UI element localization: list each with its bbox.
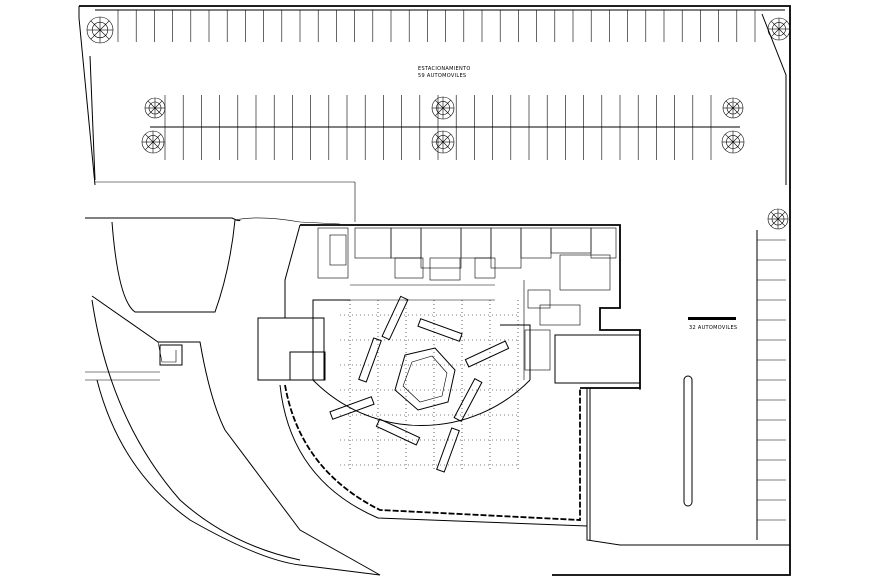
tree-icon <box>767 208 789 230</box>
tree-icon <box>141 130 165 154</box>
car-display-platform <box>453 378 483 422</box>
car-display-platform <box>358 337 382 383</box>
top-lot-capacity: 59 AUTOMOVILES <box>418 73 466 79</box>
room-outline <box>394 257 424 279</box>
room-outline <box>520 227 552 259</box>
lighting-grid <box>340 300 520 470</box>
room-outline <box>559 254 611 291</box>
right-lot-capacity: 32 AUTOMOVILES <box>689 325 737 331</box>
parking-stalls-top-row <box>117 10 756 42</box>
capacity-label-bar <box>688 317 736 320</box>
tree-icon <box>86 16 114 44</box>
room-outline <box>329 234 347 266</box>
site-boundary <box>78 5 791 576</box>
showroom <box>312 295 531 473</box>
tree-icon <box>721 130 745 154</box>
room-outline <box>527 289 551 309</box>
room-outline <box>390 227 422 259</box>
right-parking-lot <box>589 230 786 540</box>
room-outline <box>460 227 492 259</box>
room-outline <box>317 227 349 279</box>
tree-icon <box>144 97 166 119</box>
top-lot-title: ESTACIONAMIENTO <box>418 66 471 72</box>
building <box>257 224 641 389</box>
car-display-platform <box>381 295 409 341</box>
room-outline <box>590 227 617 259</box>
top-parking-lot <box>89 9 785 222</box>
car-display-platform <box>417 318 463 342</box>
car-display-platform <box>464 340 510 368</box>
car-display-platform <box>436 427 460 473</box>
car-display-platforms <box>329 295 510 473</box>
tree-icon <box>722 97 744 119</box>
car-display-platform <box>329 396 375 420</box>
left-landscape <box>85 217 381 576</box>
room-outline <box>474 257 496 279</box>
room-outline <box>550 227 592 254</box>
access-road <box>279 384 790 546</box>
room-outline <box>524 329 551 371</box>
room-outline <box>354 227 392 259</box>
trees <box>86 16 791 230</box>
interior-rooms <box>317 227 617 371</box>
parking-stalls-middle-row <box>164 95 712 160</box>
tree-icon <box>767 17 791 41</box>
room-outline <box>490 227 522 269</box>
tree-icon <box>431 96 455 120</box>
room-outline <box>539 304 581 326</box>
room-outline <box>420 227 462 269</box>
car-display-platform <box>375 418 421 446</box>
room-outline <box>429 257 461 281</box>
parking-stalls-right <box>757 239 786 521</box>
tree-icon <box>431 130 455 154</box>
